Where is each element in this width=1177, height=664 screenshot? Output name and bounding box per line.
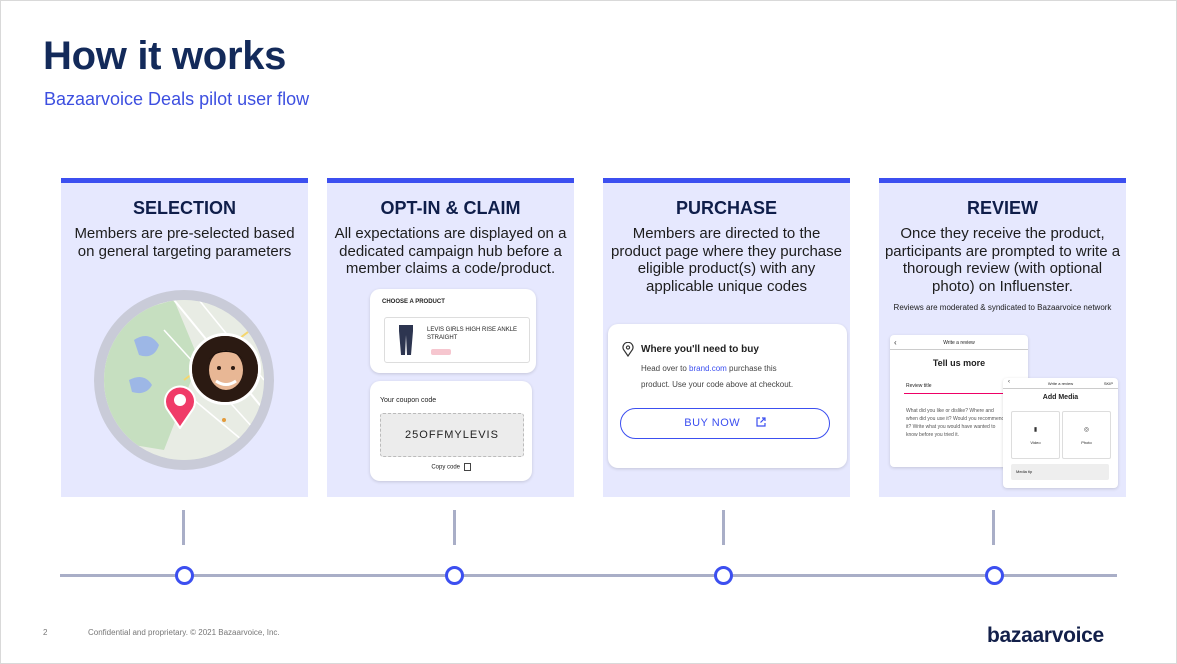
tell-us-more-heading: Tell us more: [890, 358, 1028, 368]
location-icon: [622, 342, 634, 357]
where-to-buy-heading: Where you'll need to buy: [641, 344, 759, 355]
video-label: Video: [1012, 440, 1059, 445]
bazaarvoice-logo: bazaarvoice: [987, 624, 1104, 648]
choose-product-label: CHOOSE A PRODUCT: [382, 299, 445, 305]
review-body-field[interactable]: What did you like or dislike? Where and …: [906, 407, 1006, 439]
step-card-review: REVIEW Once they receive the product, pa…: [879, 178, 1126, 497]
slide-subtitle: Bazaarvoice Deals pilot user flow: [44, 89, 309, 110]
copy-code-button[interactable]: Copy code: [370, 463, 532, 471]
instructions-text: purchase this: [727, 364, 777, 373]
photo-label: Photo: [1063, 440, 1110, 445]
purchase-instructions-line2: product. Use your code above at checkout…: [641, 380, 793, 389]
timeline-connector: [182, 510, 185, 545]
video-option[interactable]: ▮ Video: [1011, 411, 1060, 459]
review-header: Write a review: [890, 340, 1028, 346]
coupon-label: Your coupon code: [380, 397, 436, 404]
timeline-connector: [992, 510, 995, 545]
product-name: LEVIS GIRLS HIGH RISE ANKLE STRAIGHT: [427, 326, 522, 342]
skip-button[interactable]: SKIP: [1104, 381, 1113, 386]
page-number: 2: [43, 628, 47, 637]
member-avatar: [189, 333, 261, 405]
step-description: Members are pre-selected based on genera…: [65, 225, 304, 260]
media-header: Write a review: [1003, 381, 1118, 386]
confidential-notice: Confidential and proprietary. © 2021 Baz…: [88, 628, 280, 637]
timeline-dot: [445, 566, 464, 585]
coupon-code-mock: Your coupon code 25OFFMYLEVIS Copy code: [370, 381, 532, 481]
purchase-info-mock: Where you'll need to buy Head over to br…: [608, 324, 847, 468]
timeline-connector: [453, 510, 456, 545]
copy-code-label: Copy code: [431, 465, 460, 471]
step-description: All expectations are displayed on a dedi…: [331, 225, 570, 278]
external-link-icon: [756, 417, 766, 427]
photo-option[interactable]: ◎ Photo: [1062, 411, 1111, 459]
jeans-icon: [397, 323, 415, 357]
camera-icon: ◎: [1063, 426, 1110, 433]
buy-now-button[interactable]: BUY NOW: [620, 408, 830, 439]
timeline-dot: [985, 566, 1004, 585]
timeline-dot: [175, 566, 194, 585]
purchase-instructions: Head over to brand.com purchase this: [641, 364, 777, 373]
step-title: PURCHASE: [603, 198, 850, 219]
add-media-heading: Add Media: [1003, 394, 1118, 401]
copy-icon: [464, 463, 471, 471]
step-description: Members are directed to the product page…: [607, 225, 846, 295]
timeline-connector: [722, 510, 725, 545]
step-card-opt-in: OPT-IN & CLAIM All expectations are disp…: [327, 178, 574, 497]
video-icon: ▮: [1012, 426, 1059, 433]
media-tip-label: Media tip: [1016, 469, 1032, 474]
step-title: SELECTION: [61, 198, 308, 219]
slide-title: How it works: [43, 34, 286, 79]
instructions-text: Head over to: [641, 364, 689, 373]
brand-link[interactable]: brand.com: [689, 364, 727, 373]
price-badge: [431, 349, 451, 355]
product-chooser-mock: CHOOSE A PRODUCT LEVIS GIRLS HIGH RISE A…: [370, 289, 536, 373]
moderation-note: Reviews are moderated & syndicated to Ba…: [879, 303, 1126, 312]
step-title: REVIEW: [879, 198, 1126, 219]
add-media-mock: ‹ Write a review SKIP Add Media ▮ Video …: [1003, 378, 1118, 488]
timeline-dot: [714, 566, 733, 585]
review-title-field[interactable]: Review title: [906, 383, 932, 389]
step-card-selection: SELECTION Members are pre-selected based…: [61, 178, 308, 497]
step-card-purchase: PURCHASE Members are directed to the pro…: [603, 178, 850, 497]
step-title: OPT-IN & CLAIM: [327, 198, 574, 219]
product-option[interactable]: LEVIS GIRLS HIGH RISE ANKLE STRAIGHT: [384, 317, 530, 363]
media-tip-box: Media tip: [1011, 464, 1109, 480]
step-description: Once they receive the product, participa…: [883, 225, 1122, 295]
buy-now-label: BUY NOW: [684, 417, 740, 429]
coupon-code: 25OFFMYLEVIS: [380, 413, 524, 457]
timeline-line: [60, 574, 1117, 577]
location-pin-icon: [163, 383, 197, 429]
